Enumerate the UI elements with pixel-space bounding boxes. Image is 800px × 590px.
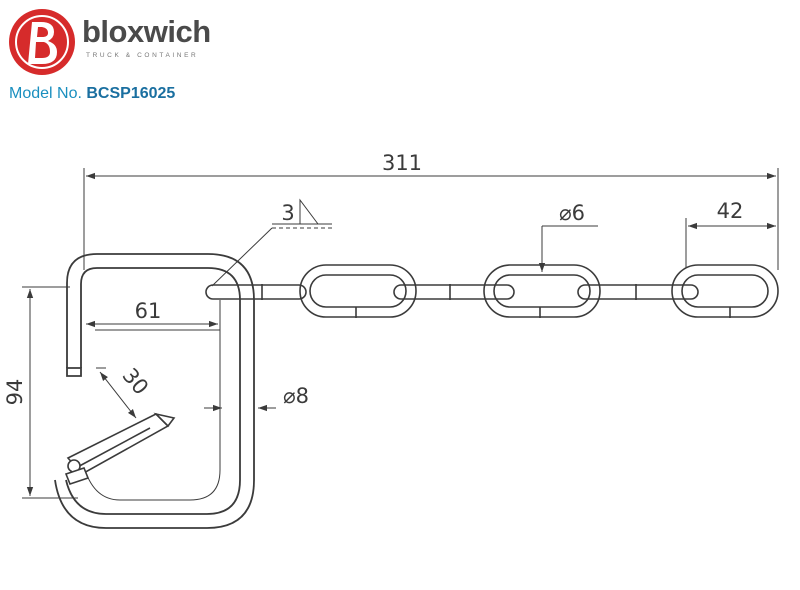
dim-rod-diameter: ⌀8 bbox=[283, 384, 309, 408]
dim-latch-gap: 30 bbox=[118, 364, 154, 400]
hook-inner-guides bbox=[84, 300, 221, 501]
latch-gate bbox=[64, 412, 176, 485]
dimension-lines bbox=[22, 168, 779, 499]
dim-weld-size: 3 bbox=[281, 201, 294, 225]
dim-hook-height: 94 bbox=[3, 379, 27, 406]
chain bbox=[205, 264, 779, 318]
dim-link-pitch: 42 bbox=[717, 199, 744, 223]
dim-overall-length: 311 bbox=[382, 151, 422, 175]
bloxwich-logo-badge bbox=[9, 9, 75, 75]
model-number: BCSP16025 bbox=[86, 85, 176, 102]
model-line: Model No. BCSP16025 bbox=[9, 86, 175, 102]
dim-inner-width: 61 bbox=[135, 299, 162, 323]
brand-tagline: TRUCK & CONTAINER bbox=[86, 52, 199, 59]
brand-name: bloxwich bbox=[82, 14, 211, 49]
hook-body bbox=[54, 253, 255, 529]
model-label: Model No. bbox=[9, 85, 82, 102]
dim-link-diameter: ⌀6 bbox=[559, 201, 585, 225]
